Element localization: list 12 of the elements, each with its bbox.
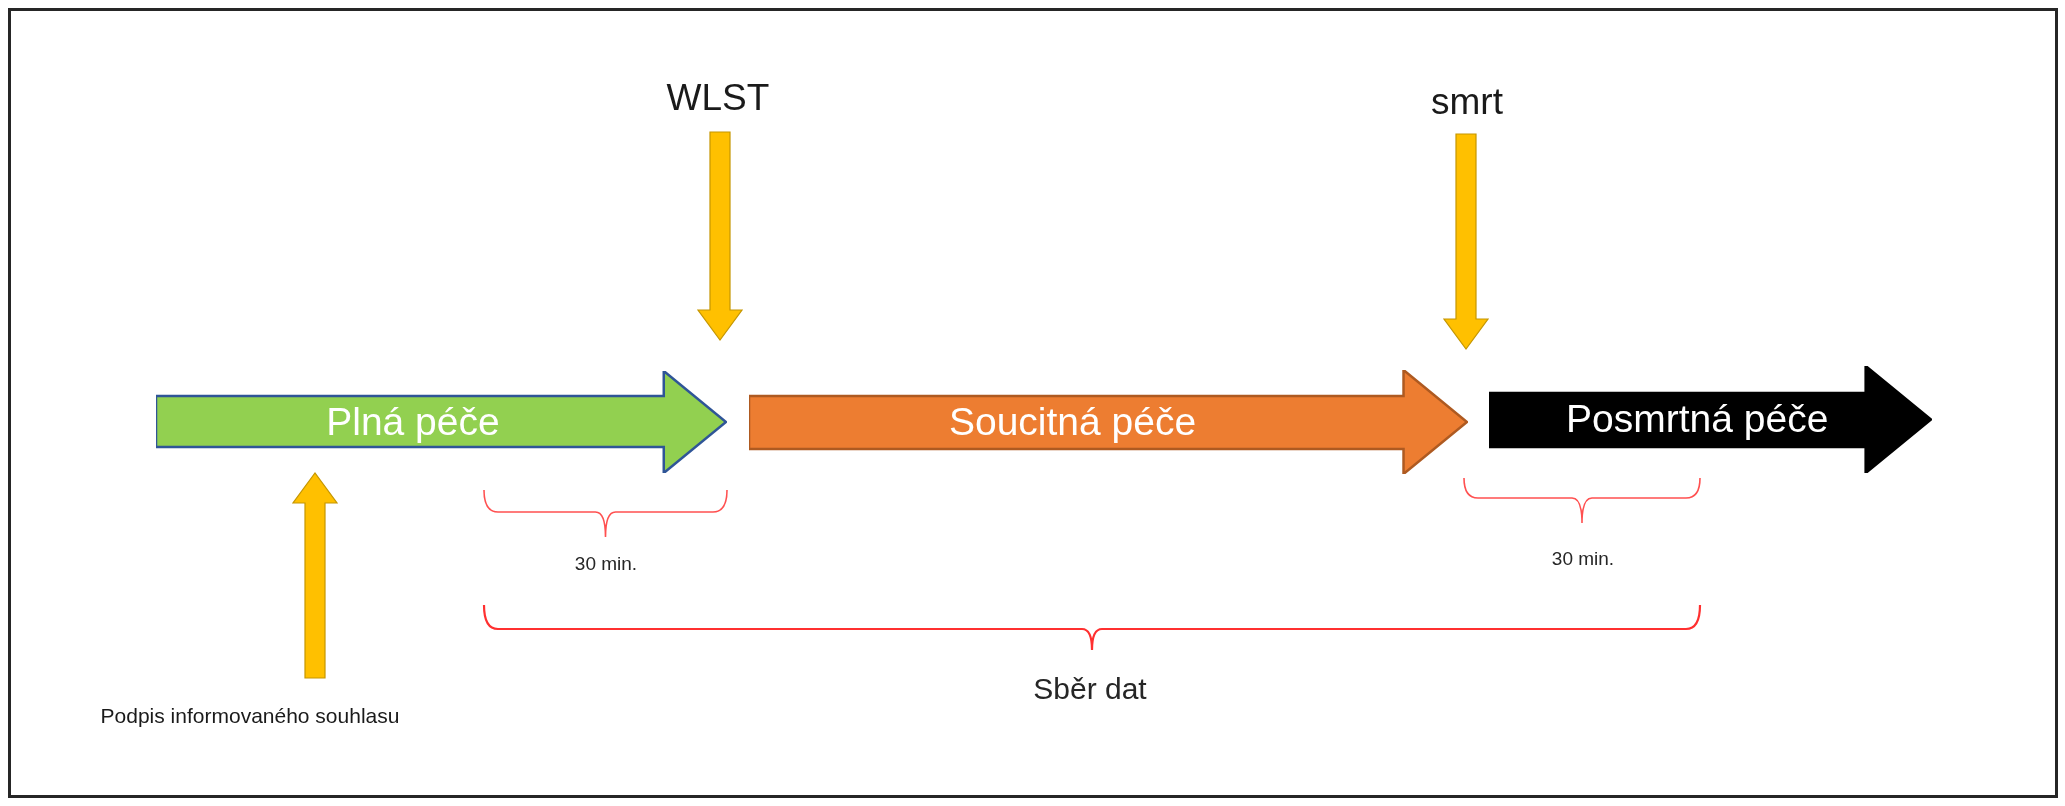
timeline-phase: Soucitná péče [749, 370, 1468, 474]
block-arrow [291, 472, 339, 679]
duration-label: 30 min. [573, 552, 639, 576]
event-label: WLST [663, 70, 773, 126]
timeline-phase: Plná péče [156, 371, 727, 473]
block-arrow [1442, 133, 1490, 350]
event-label: smrt [1412, 76, 1522, 128]
duration-label: 30 min. [1550, 547, 1616, 571]
note-label: Podpis informovaného souhlasu [60, 698, 440, 734]
period-label: Sběr dat [1032, 671, 1148, 707]
block-arrow [696, 131, 744, 341]
timeline-phase: Posmrtná péče [1489, 366, 1932, 473]
